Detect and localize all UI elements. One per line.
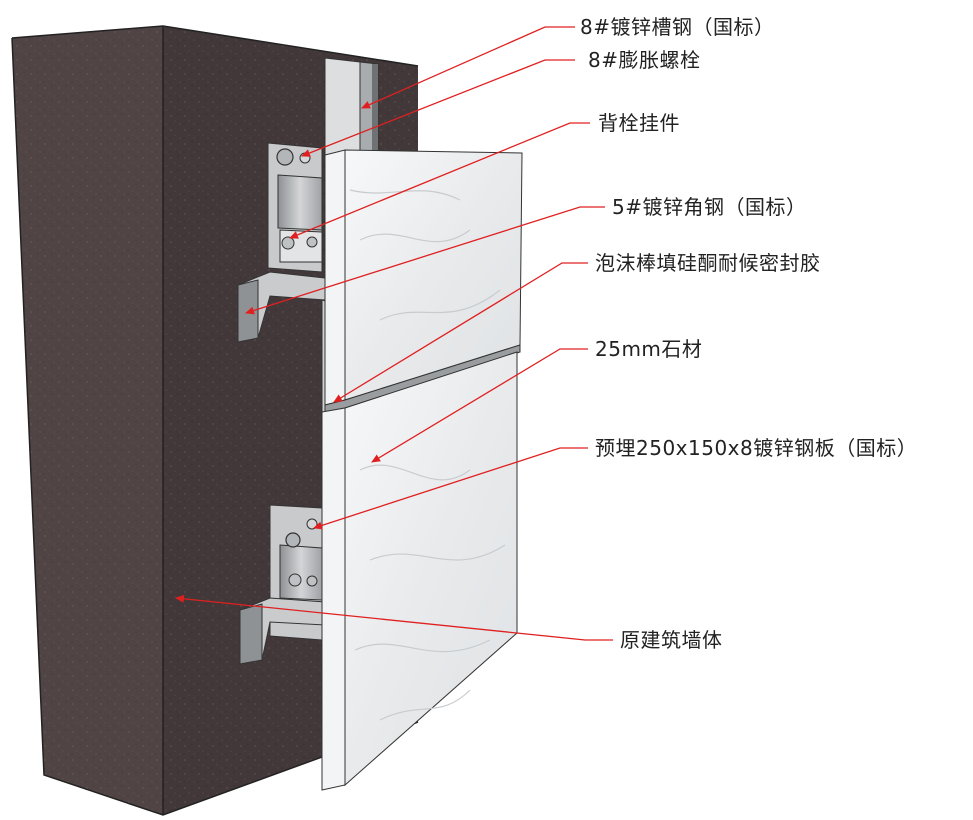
leader-sealant	[333, 262, 588, 403]
upper-bolt-head	[276, 148, 294, 166]
label-back-anchor: 背栓挂件	[598, 111, 680, 135]
annotation-leaders	[175, 26, 613, 641]
label-expansion-bolt: 8#膨胀螺栓	[588, 48, 700, 72]
label-channel-steel: 8#镀锌槽钢（国标）	[580, 15, 774, 39]
upper-stone-edge	[324, 149, 346, 406]
label-angle-steel: 5#镀锌角钢（国标）	[612, 195, 806, 219]
leader-expansion-bolt	[301, 59, 575, 157]
wall-left-texture	[12, 26, 163, 815]
label-embedded-plate: 预埋250x150x8镀锌钢板（国标）	[595, 436, 917, 460]
lower-stone-face	[344, 351, 518, 787]
label-sealant: 泡沫棒填硅酮耐候密封胶	[595, 251, 821, 275]
leader-back-anchor	[289, 122, 590, 239]
leader-channel-steel	[361, 26, 575, 109]
stone-panels	[321, 149, 523, 791]
leader-embedded-plate	[313, 447, 588, 530]
annotation-labels: 8#镀锌槽钢（国标） 8#膨胀螺栓 背栓挂件 5#镀锌角钢（国标） 泡沫棒填硅酮…	[580, 15, 917, 652]
label-wall: 原建筑墙体	[620, 628, 723, 652]
lower-bolt-head	[285, 532, 301, 548]
lower-stone-edge	[321, 407, 346, 791]
leader-wall	[175, 594, 613, 641]
leader-angle-steel	[245, 206, 605, 315]
upper-bracket-assembly	[237, 142, 326, 343]
leader-stone	[371, 348, 588, 463]
label-stone: 25mm石材	[595, 337, 702, 361]
